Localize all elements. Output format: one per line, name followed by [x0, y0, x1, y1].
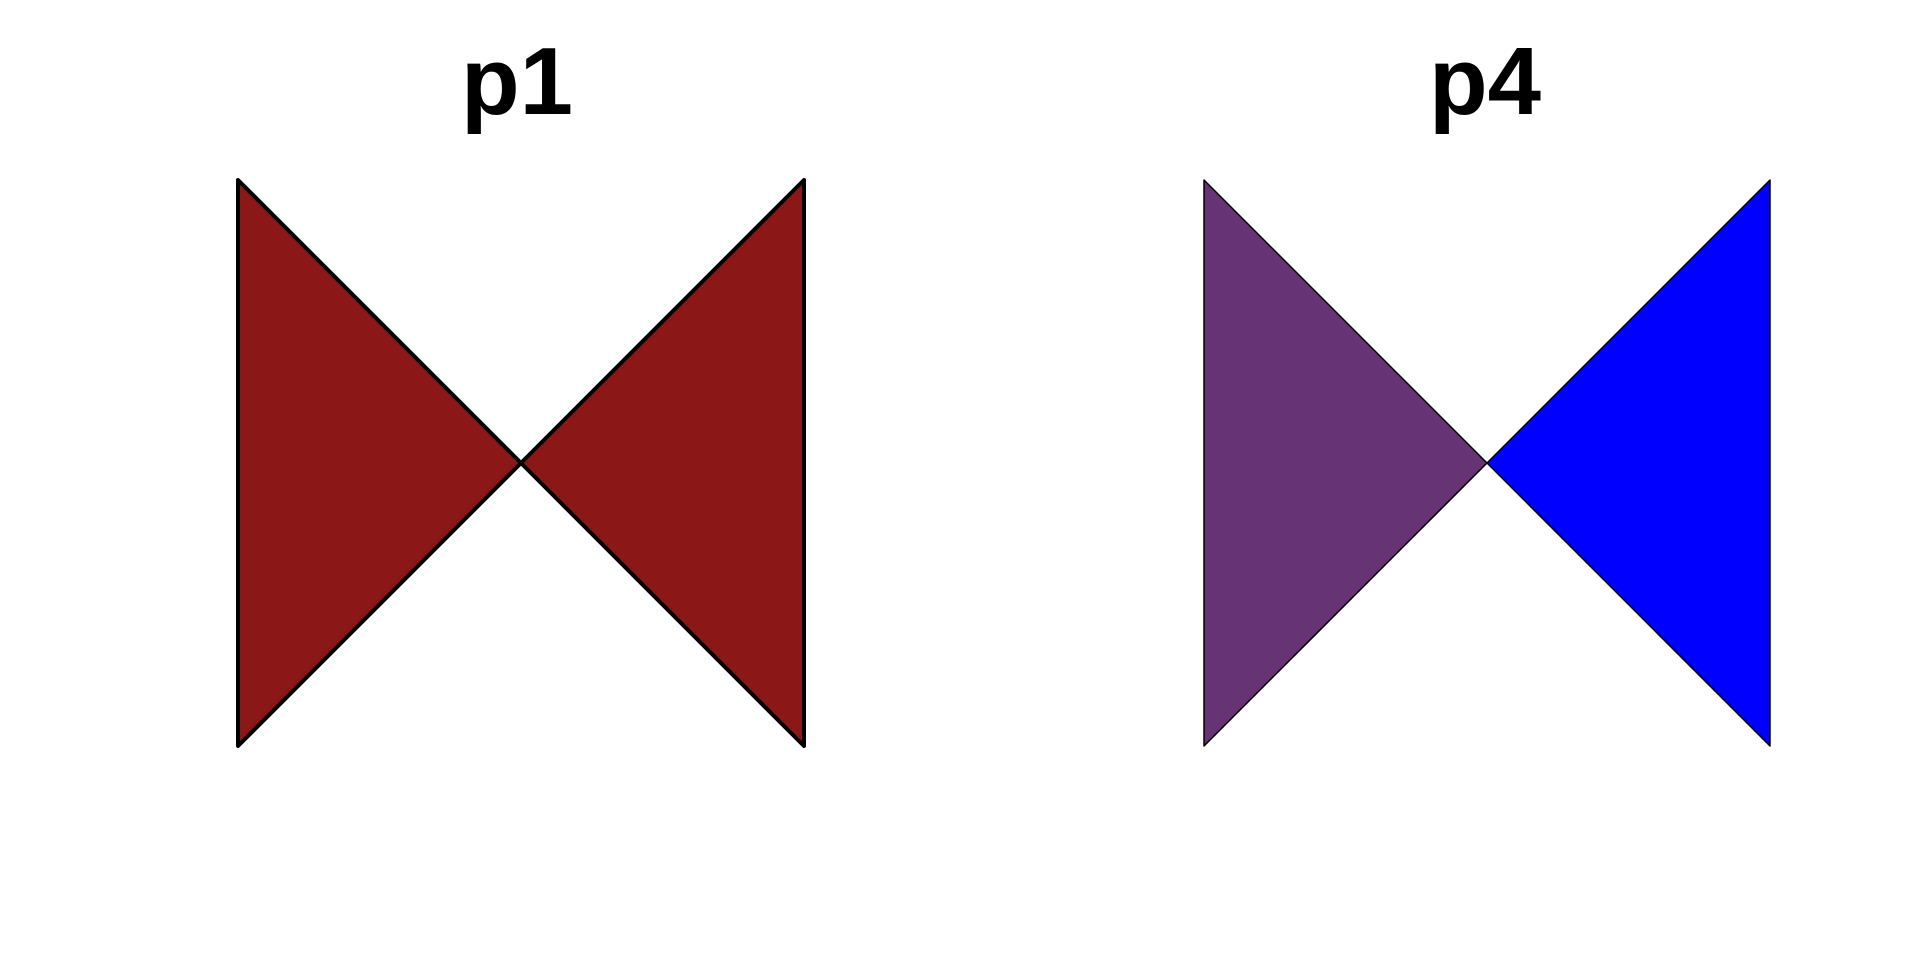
panel-p1: p1 [236, 28, 806, 748]
panel-title-p4: p4 [1429, 28, 1541, 135]
right-triangle-p1 [519, 178, 806, 748]
left-triangle-p4 [1203, 179, 1488, 747]
panel-p4: p4 [1203, 28, 1771, 747]
right-triangle-p4 [1486, 179, 1771, 747]
panel-title-p1: p1 [461, 28, 573, 135]
left-triangle-p1 [236, 178, 523, 748]
